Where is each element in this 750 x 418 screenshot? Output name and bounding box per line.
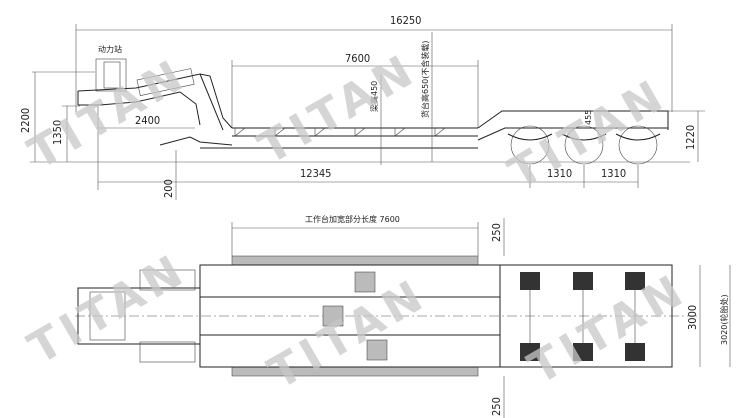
- kingpin-to-axle-dim: 12345: [300, 167, 331, 180]
- gooseneck-length-dim: 2400: [135, 114, 160, 127]
- suspension-dim: 455: [584, 110, 593, 125]
- svg-text:TITAN: TITAN: [500, 68, 676, 199]
- height-gooseneck-dim: 1350: [51, 120, 64, 145]
- wheel: [510, 125, 550, 165]
- svg-text:TITAN: TITAN: [520, 263, 696, 394]
- ground-clearance-dim: 200: [162, 179, 175, 198]
- deck-length-dim: 7600: [345, 52, 370, 65]
- axle-spacing-1-dim: 1310: [547, 167, 572, 180]
- side-extension-top: [231, 255, 479, 266]
- axle-spacing-2-dim: 1310: [601, 167, 626, 180]
- beam-height-label: 梁高450: [369, 81, 379, 112]
- overall-length-dim: 16250: [390, 14, 421, 27]
- extension-bottom-dim: 250: [490, 397, 503, 416]
- side-view: 16250 7600 动力站 455: [19, 14, 705, 200]
- widened-length-label: 工作台加宽部分长度 7600: [305, 214, 400, 224]
- rear-deck-height-dim: 1220: [684, 125, 697, 150]
- svg-text:TITAN: TITAN: [20, 243, 196, 374]
- height-total-dim: 2200: [19, 108, 32, 133]
- svg-text:TITAN: TITAN: [260, 268, 436, 399]
- width-dim: 3000: [686, 305, 699, 330]
- wheel: [564, 125, 604, 165]
- svg-text:TITAN: TITAN: [250, 43, 426, 174]
- svg-text:TITAN: TITAN: [20, 48, 196, 179]
- power-station-label: 动力站: [98, 44, 122, 54]
- top-view: 工作台加宽部分长度 7600 250 250: [75, 214, 731, 418]
- tire-width-label: 3020(轮胎处): [719, 294, 729, 345]
- deck-height-label: 货台高650(不含装载): [420, 40, 430, 118]
- extension-top-dim: 250: [490, 223, 503, 242]
- wheel: [618, 125, 658, 165]
